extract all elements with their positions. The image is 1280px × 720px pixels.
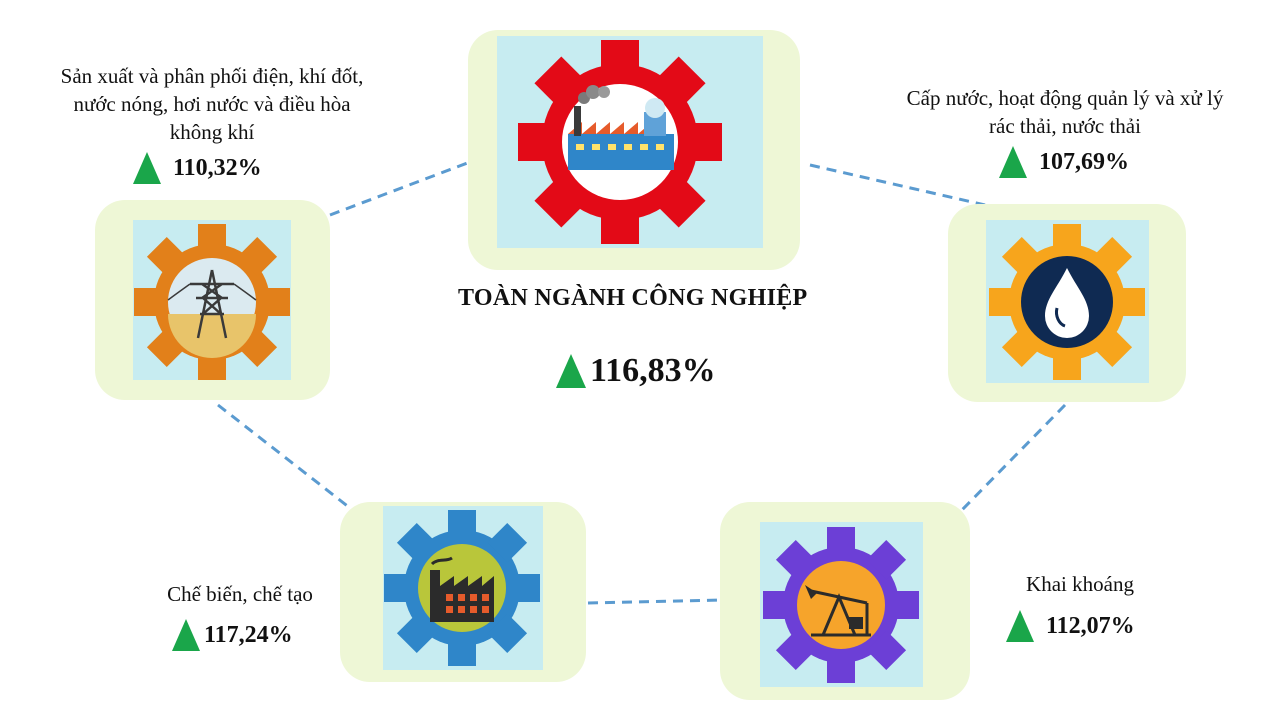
sector-stat-electricity: 110,32%: [133, 152, 262, 184]
connector-line: [329, 160, 471, 217]
connector-line: [587, 598, 723, 605]
sector-label-water: Cấp nước, hoạt động quản lý và xử lý rác…: [906, 86, 1224, 138]
sector-label-manufacturing: Chế biến, chế tạo: [167, 582, 313, 606]
increase-arrow-icon: [556, 354, 586, 388]
center-gear: [518, 40, 722, 244]
sector-gear-manufacturing: [384, 510, 540, 666]
sector-stat-mining: 112,07%: [1006, 610, 1135, 642]
sector-value-water: 107,69%: [1039, 148, 1129, 175]
center-stat: 116,83%: [556, 352, 716, 390]
sector-stat-manufacturing: 117,24%: [172, 619, 293, 651]
sector-label-electricity: Sản xuất và phân phối điện, khí đốt, nướ…: [60, 64, 364, 144]
increase-arrow-icon: [133, 152, 161, 184]
sector-stat-water: 107,69%: [999, 146, 1129, 178]
factory-icon: [430, 556, 494, 622]
sector-gear-electricity: [134, 224, 290, 380]
increase-arrow-icon: [1006, 610, 1034, 642]
power-tower-icon: [167, 269, 257, 339]
sector-value-mining: 112,07%: [1046, 612, 1135, 639]
connector-line: [809, 163, 986, 207]
factory-icon: [568, 85, 674, 170]
connector-line: [958, 403, 1067, 514]
sector-label-mining: Khai khoáng: [1026, 572, 1134, 596]
water-drop-icon: [1045, 268, 1089, 338]
sector-gear-water: [989, 224, 1145, 380]
increase-arrow-icon: [999, 146, 1027, 178]
sector-gear-mining: [763, 527, 919, 683]
sector-value-electricity: 110,32%: [173, 154, 262, 181]
sector-value-manufacturing: 117,24%: [204, 621, 293, 648]
center-title: TOÀN NGÀNH CÔNG NGHIỆP: [458, 285, 808, 311]
increase-arrow-icon: [172, 619, 200, 651]
connector-line: [217, 403, 351, 510]
center-value: 116,83%: [590, 352, 716, 389]
